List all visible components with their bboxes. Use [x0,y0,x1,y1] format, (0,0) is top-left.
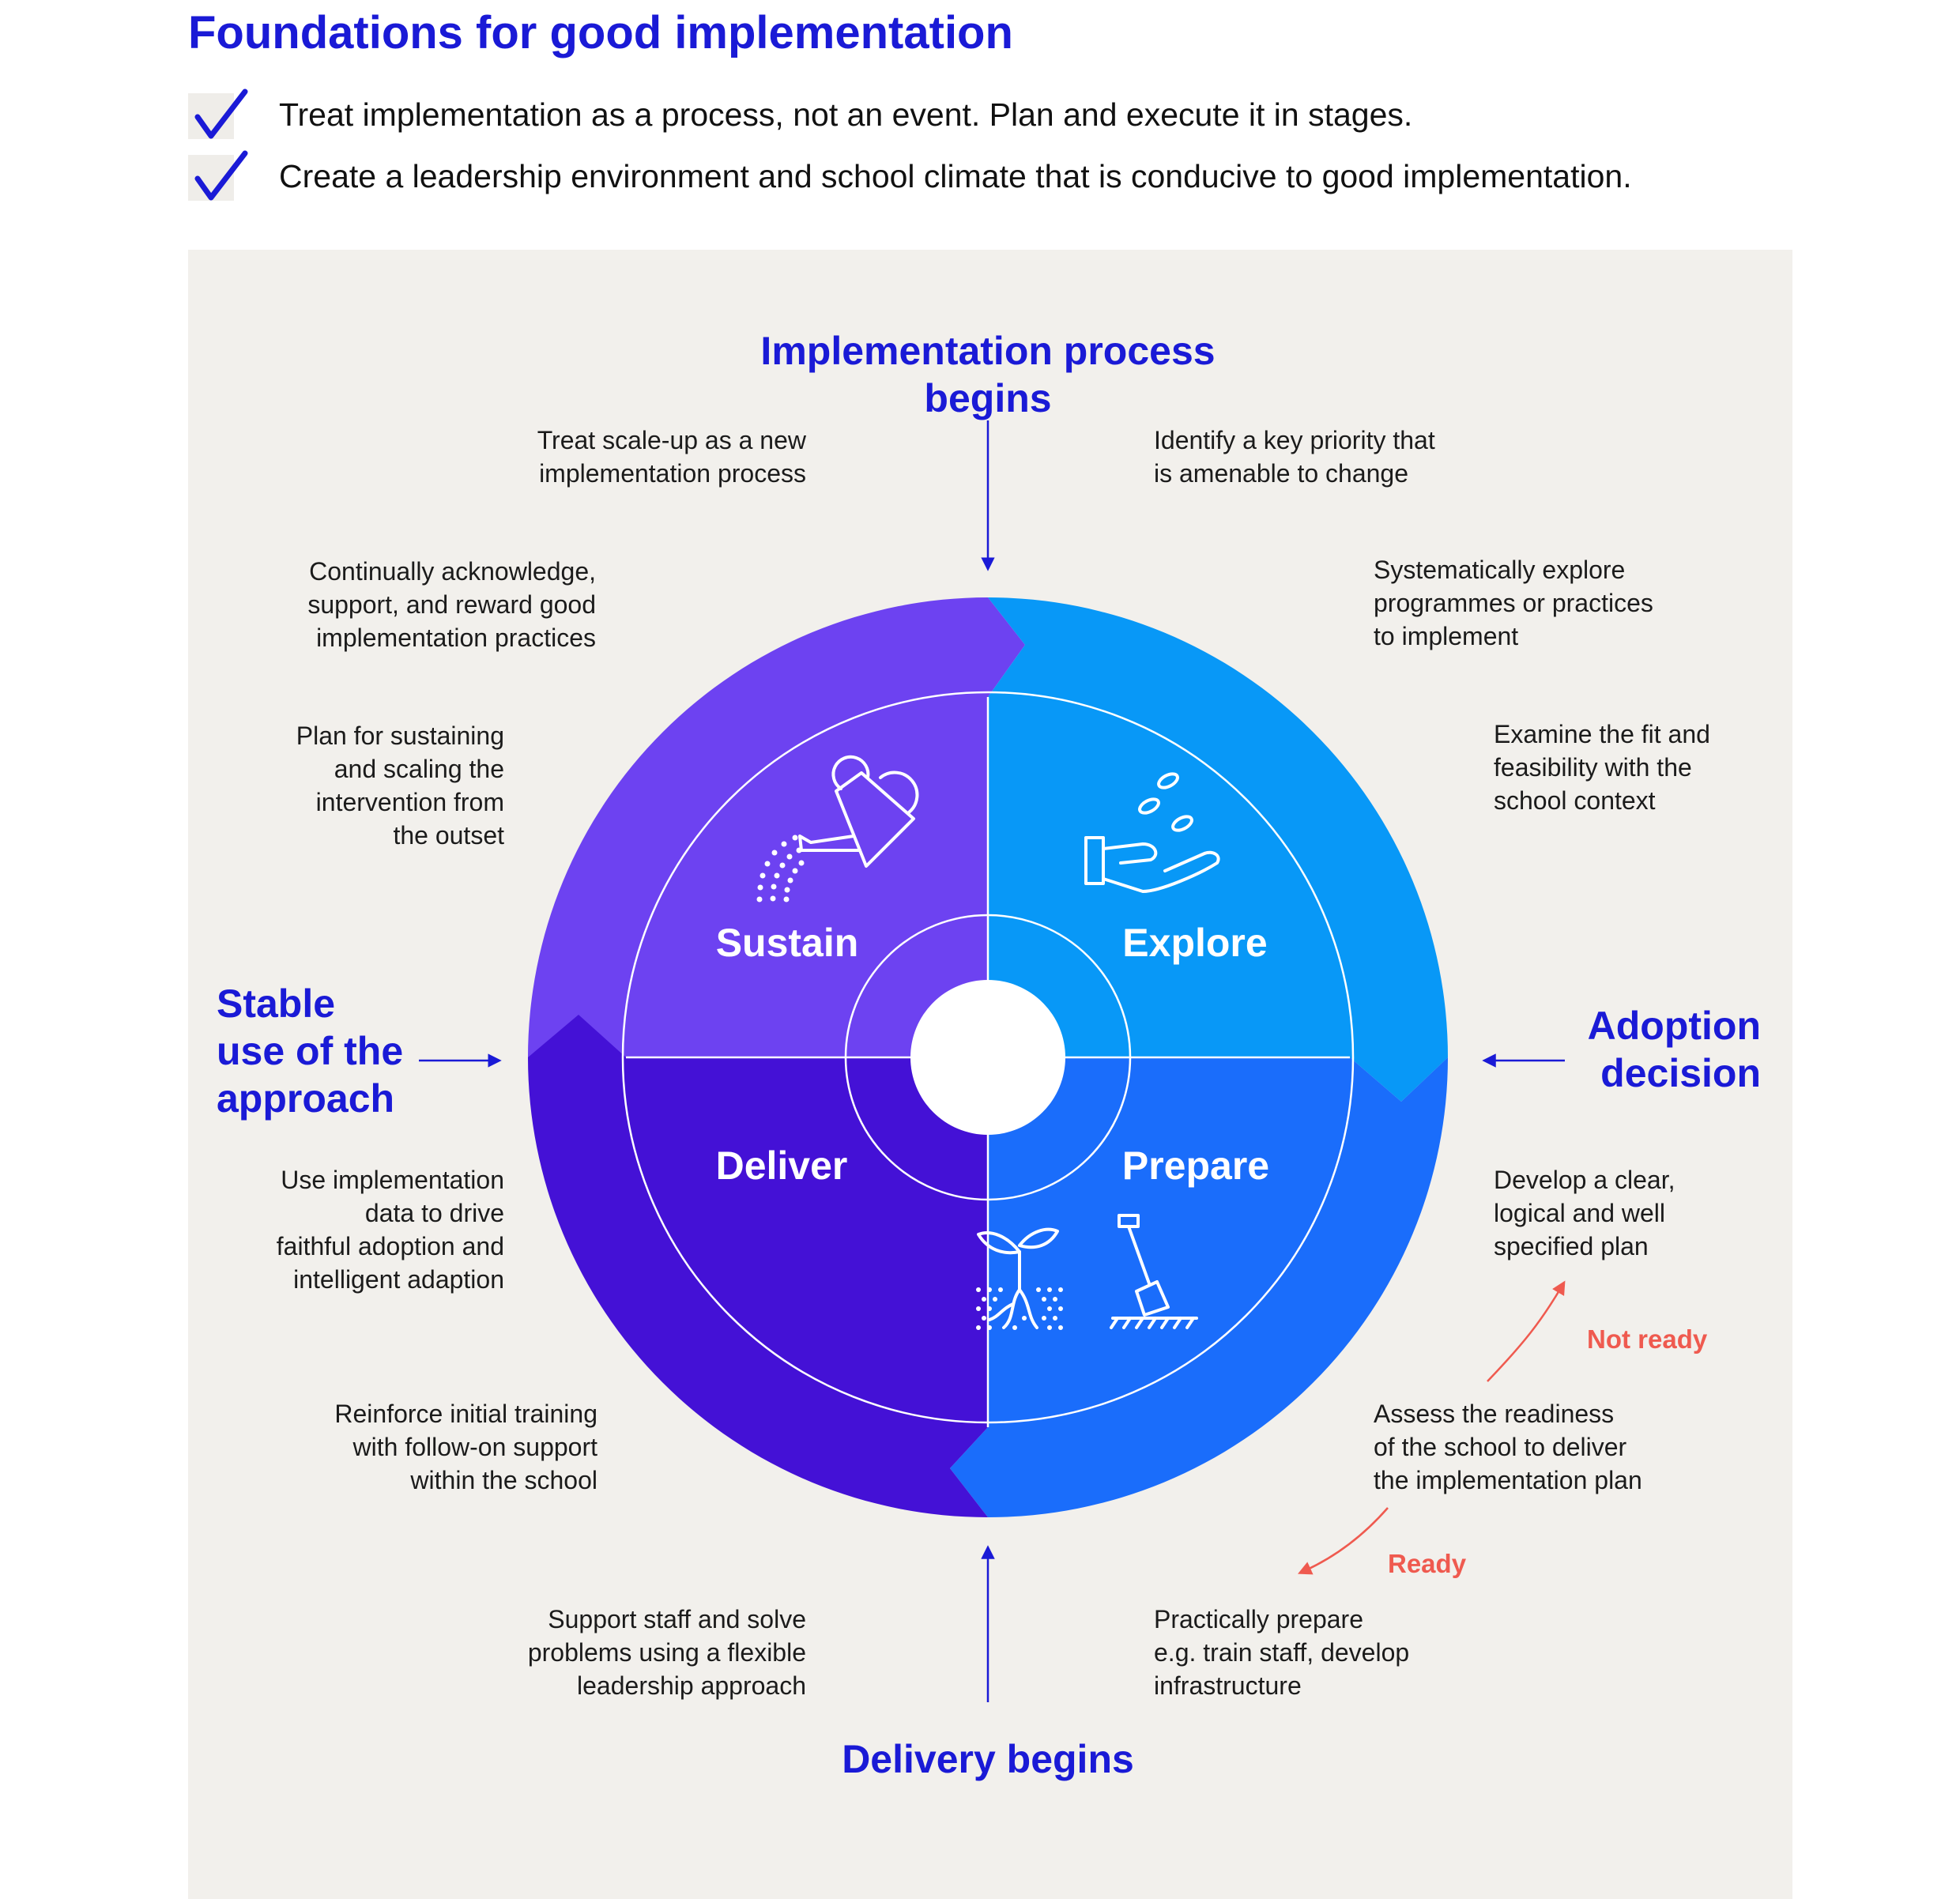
not-ready-arrow [1487,1280,1566,1382]
cycle-diagram: Sustain Explore Deliver Prepare [419,420,1566,1702]
water-drops [756,835,805,902]
note-reinforce-training: Reinforce initial training with follow-o… [334,1400,597,1494]
implementation-cycle-panel: Sustain Explore Deliver Prepare [188,250,1792,1899]
sustain-segment [528,597,1025,1057]
note-identify-priority: Identify a key priority that is amenable… [1154,426,1435,488]
branch-label-ready: Ready [1388,1549,1467,1578]
check-icon [194,89,248,139]
stage-label-prepare: Prepare [1122,1144,1269,1188]
principle-text: Create a leadership environment and scho… [279,158,1632,194]
stage-label-deliver: Deliver [716,1144,848,1188]
stage-label-explore: Explore [1122,921,1267,965]
note-acknowledge: Continually acknowledge, support, and re… [307,557,596,652]
milestone-stable-use: Stable use of the approach [217,982,404,1121]
prepare-segment [950,1057,1448,1517]
principle-text: Treat implementation as a process, not a… [279,96,1413,133]
note-use-data: Use implementation data to drive faithfu… [276,1166,504,1294]
watering-can-icon [798,755,919,868]
soil-dots [976,1287,1063,1330]
note-scale-up: Treat scale-up as a new implementation p… [537,426,806,488]
checkbox [188,89,248,139]
milestone-process-begins: Implementation process begins [760,329,1216,420]
note-explore-programmes: Systematically explore programmes or pra… [1374,556,1653,650]
explore-segment [988,597,1448,1102]
checkbox [188,150,248,201]
stage-label-sustain: Sustain [716,921,859,965]
spade-icon [1110,1214,1198,1329]
branch-label-not-ready: Not ready [1587,1324,1708,1354]
seedling-roots-icon [977,1227,1059,1329]
center-hole [910,980,1065,1135]
note-support-staff: Support staff and solve problems using a… [527,1605,806,1700]
milestone-delivery-begins: Delivery begins [842,1737,1134,1781]
page-title: Foundations for good implementation [188,7,1013,58]
ready-arrow [1298,1507,1389,1575]
note-plan-sustaining: Plan for sustaining and scaling the inte… [296,722,504,850]
check-icon [194,150,248,201]
note-develop-plan: Develop a clear, logical and well specif… [1494,1166,1675,1260]
note-examine-fit: Examine the fit and feasibility with the… [1494,720,1710,815]
note-assess-readiness: Assess the readiness of the school to de… [1374,1400,1642,1494]
note-practically-prepare: Practically prepare e.g. train staff, de… [1154,1605,1410,1700]
milestone-adoption-decision: Adoption decision [1587,1004,1761,1095]
hand-seeds-icon [1084,772,1220,893]
